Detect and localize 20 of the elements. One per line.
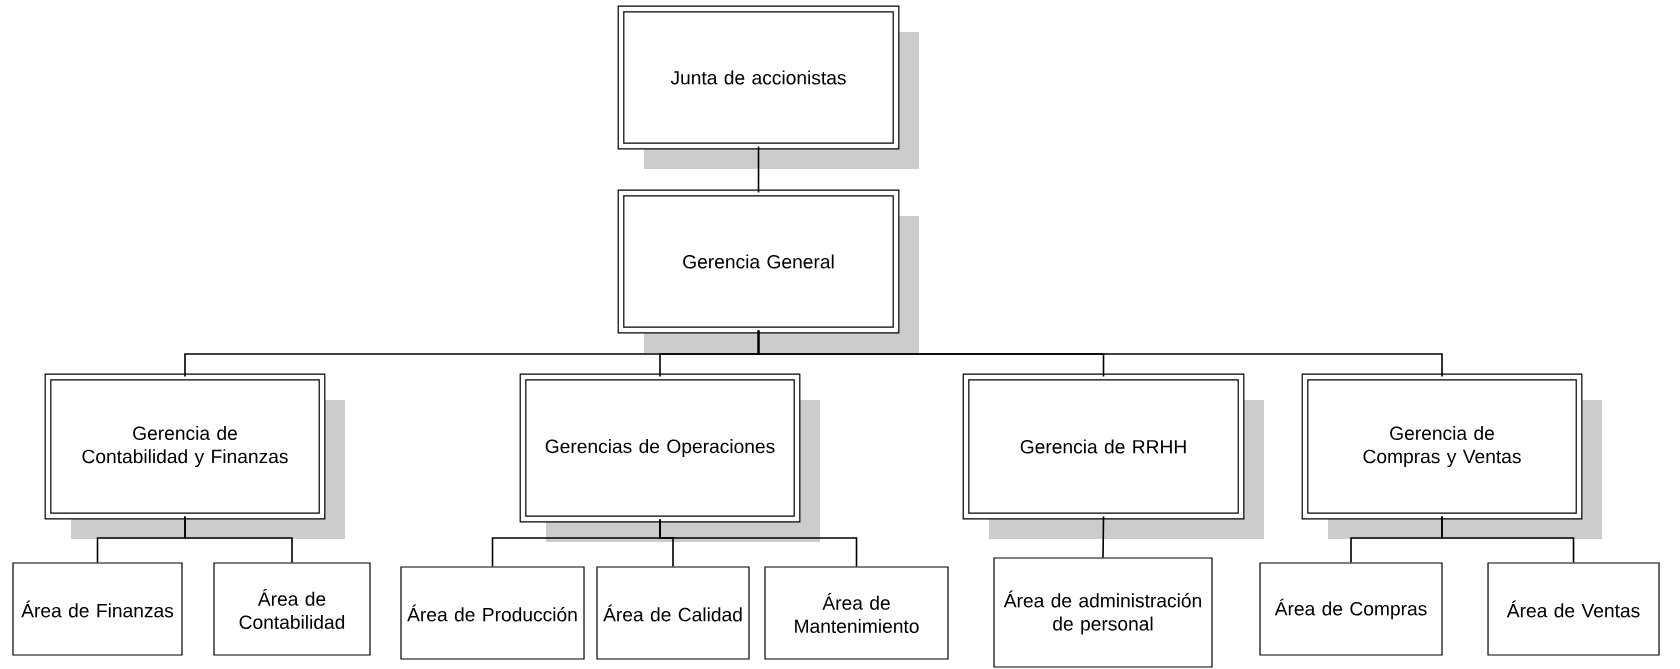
area-box: Área de Producción [400,566,585,660]
manager-box: Gerencia de Compras y Ventas [1301,373,1603,539]
connector-line [757,145,760,194]
connector-line [184,515,293,564]
manager-box: Gerencia de RRHH [962,373,1264,539]
connector-line [659,518,858,568]
connector-line [1102,515,1105,559]
manager-box: Junta de accionistas [617,5,919,169]
connector-line [1441,515,1575,564]
manager-box: Gerencia de Contabilidad y Finanzas [44,373,345,539]
manager-box: Gerencia General [617,189,919,353]
manager-box: Gerencias de Operaciones [519,373,820,542]
area-box: Área de Contabilidad [213,562,371,656]
area-box: Área de Calidad [596,566,750,660]
area-box: Área de Compras [1259,562,1443,656]
area-box: Área de administración de personal [993,557,1213,668]
area-box: Área de Ventas [1487,562,1660,656]
area-box: Área de Mantenimiento [764,566,949,660]
area-box: Área de Finanzas [12,562,183,656]
connector-line [757,329,1443,378]
